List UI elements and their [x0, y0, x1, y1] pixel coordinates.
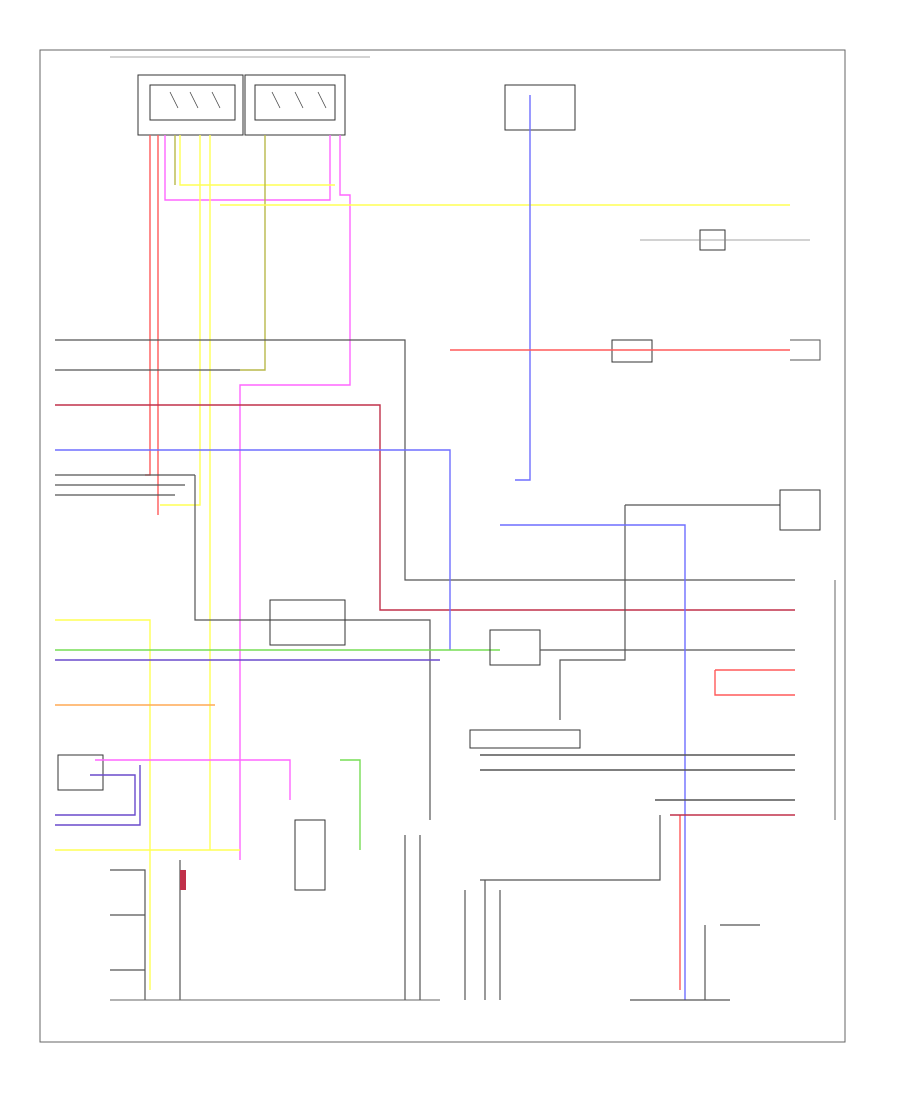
- component-top-center: [504, 84, 576, 131]
- wire-blue-vertical: [515, 95, 531, 481]
- wire-group-top: [145, 135, 790, 860]
- switch-box-left: [137, 74, 244, 136]
- wire-violet-2: [55, 774, 136, 816]
- wire-black-7: [480, 815, 661, 881]
- ground-stack-right: [630, 924, 760, 1001]
- wire-blue-1: [55, 449, 451, 650]
- relay-center: [269, 599, 346, 646]
- wire-black-1: [55, 339, 795, 581]
- wire-group-right-lower: [480, 669, 795, 990]
- connector-center-right: [611, 339, 653, 363]
- fuse-lower-left: [180, 870, 186, 890]
- switch-inner-right: [254, 84, 336, 121]
- wire-violet-3: [55, 765, 141, 826]
- switch-contacts: [169, 91, 327, 109]
- wire-blue-2: [500, 524, 686, 1000]
- relay-lower-center: [469, 729, 581, 749]
- wire-black-6: [559, 505, 626, 720]
- switch-inner-left: [149, 84, 236, 121]
- wire-darkred-1: [55, 404, 795, 611]
- component-right-bracket: [779, 489, 821, 531]
- diagram-frame: [39, 49, 846, 1043]
- component-lower-left: [57, 754, 104, 791]
- wire-green-2: [340, 759, 361, 850]
- wire-pink-2: [95, 759, 291, 800]
- component-right-center: [489, 629, 541, 666]
- switch-right: [790, 339, 821, 361]
- wire-yellow-2: [55, 619, 151, 990]
- left-stub-wires: [55, 474, 195, 496]
- wire-black-3: [194, 475, 431, 820]
- switch-box-right: [244, 74, 346, 136]
- ground-stack-left: [110, 860, 181, 1000]
- switch-lower-center: [294, 819, 326, 891]
